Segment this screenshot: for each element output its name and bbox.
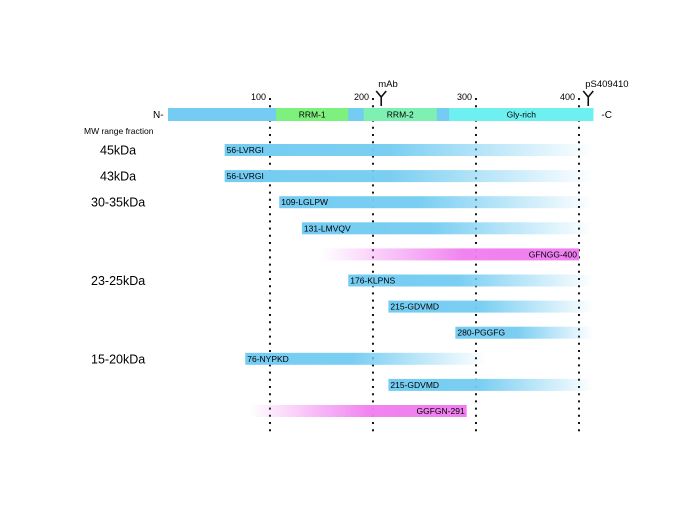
domain-label: RRM-2 bbox=[387, 110, 414, 120]
fragment-label: GFNGG-400 bbox=[529, 249, 577, 259]
fraction-label: 30-35kDa bbox=[91, 196, 145, 210]
antibody-y-shape bbox=[582, 90, 594, 106]
n-terminus-label: N- bbox=[153, 110, 164, 121]
fragment-label: 176-KLPNS bbox=[350, 276, 395, 286]
fragment-bar bbox=[455, 326, 594, 339]
fragment-bar bbox=[224, 170, 594, 183]
domain-box bbox=[363, 108, 437, 121]
fragment-label: GGFGN-291 bbox=[417, 406, 465, 416]
fragment-bar bbox=[321, 248, 579, 261]
antibody-y-shape bbox=[375, 90, 387, 106]
fragment-label: 215-GDVMD bbox=[390, 302, 439, 312]
domain-label: RRM-1 bbox=[299, 110, 326, 120]
fragment-label: 131-LMVQV bbox=[304, 223, 351, 233]
domain-label: Gly-rich bbox=[507, 110, 537, 120]
antibody-icon bbox=[582, 90, 594, 106]
antibody-label: pS409410 bbox=[585, 79, 628, 90]
fragment-bar bbox=[224, 144, 594, 156]
fragment-label: 109-LGLPW bbox=[281, 197, 328, 207]
fragment-bar bbox=[245, 352, 487, 365]
fraction-header: MW range fraction bbox=[84, 126, 154, 136]
tick-label: 100 bbox=[251, 92, 266, 102]
fragment-bar bbox=[388, 300, 594, 313]
tick-label: 200 bbox=[354, 92, 369, 102]
fragment-bar bbox=[279, 196, 594, 209]
domain-box bbox=[449, 108, 594, 121]
fragment-label: 56-LVRGI bbox=[227, 171, 264, 181]
fragment-bar bbox=[388, 378, 594, 391]
c-terminus-label: -C bbox=[601, 110, 612, 121]
antibody-label: mAb bbox=[378, 79, 398, 90]
fragment-bar bbox=[348, 274, 594, 287]
fraction-label: 15-20kDa bbox=[91, 352, 145, 366]
domain-box bbox=[276, 108, 349, 121]
fragment-bar bbox=[249, 405, 467, 417]
residue-guide-lines bbox=[268, 98, 580, 432]
fraction-label: 23-25kDa bbox=[91, 274, 145, 288]
fragment-bar bbox=[301, 222, 594, 235]
fragment-label: 56-LVRGI bbox=[227, 145, 264, 155]
fragment-label: 280-PGGFG bbox=[457, 328, 505, 338]
fragment-label: 215-GDVMD bbox=[390, 380, 439, 390]
fragment-label: 76-NYPKD bbox=[247, 354, 289, 364]
tick-label: 400 bbox=[560, 92, 575, 102]
fraction-label: 43kDa bbox=[100, 170, 136, 184]
antibody-icon bbox=[375, 90, 387, 106]
fraction-label: 45kDa bbox=[100, 144, 136, 158]
fraction-labels: MW range fraction 45kDa 43kDa 30-35kDa 23-25… bbox=[84, 126, 154, 366]
tick-label: 300 bbox=[457, 92, 472, 102]
fragment-bars: 56-LVRGI 56-LVRGI 109-LGLPW 131-LMVQV GFNGG-… bbox=[224, 144, 594, 417]
